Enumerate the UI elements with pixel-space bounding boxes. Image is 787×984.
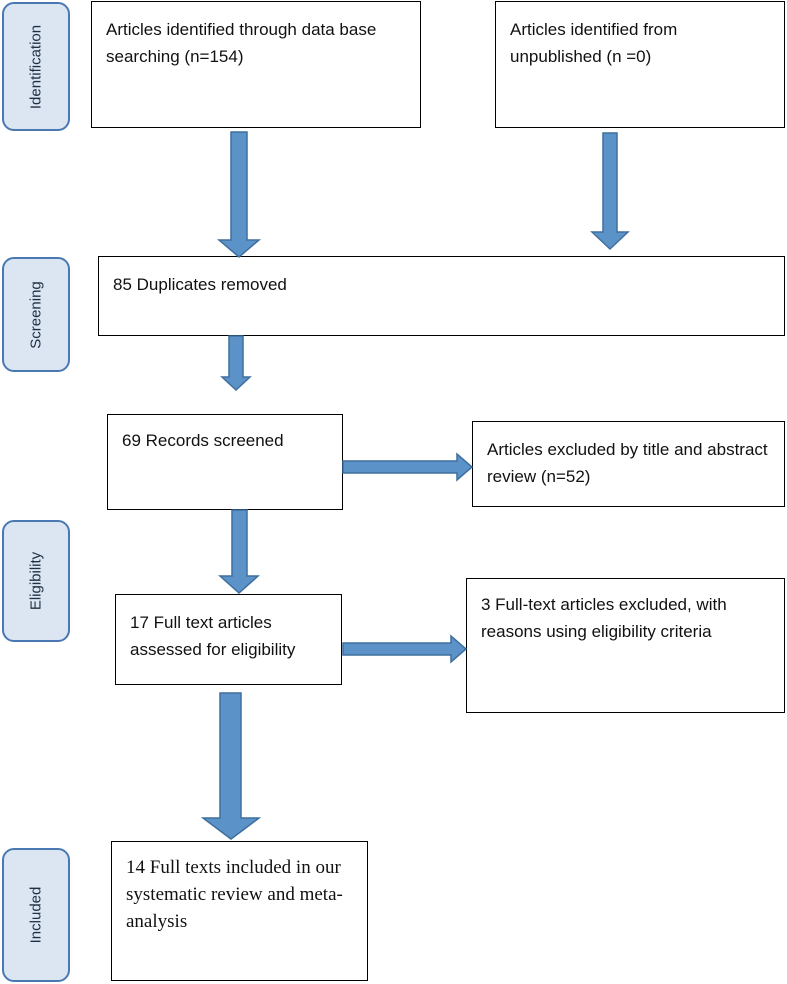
database-search-box: Articles identified through data base se… <box>91 1 421 128</box>
arrow-down-icon <box>200 692 262 840</box>
database-search-text: Articles identified through data base se… <box>106 20 377 66</box>
included-final-text: 14 Full texts included in our systematic… <box>126 857 343 932</box>
arrow-right-icon <box>342 452 474 482</box>
full-text-excluded-box: 3 Full-text articles excluded, with reas… <box>466 578 785 713</box>
excluded-title-abstract-box: Articles excluded by title and abstract … <box>472 421 785 507</box>
full-text-assessed-text: 17 Full text articles assessed for eligi… <box>130 613 296 659</box>
excluded-title-abstract-text: Articles excluded by title and abstract … <box>487 440 768 486</box>
full-text-excluded-text: 3 Full-text articles excluded, with reas… <box>481 595 727 641</box>
included-final-box: 14 Full texts included in our systematic… <box>111 841 368 981</box>
phase-eligibility: Eligibility <box>2 520 70 642</box>
full-text-assessed-box: 17 Full text articles assessed for eligi… <box>115 594 342 685</box>
arrow-down-icon <box>218 509 260 595</box>
arrow-down-icon <box>216 131 262 258</box>
duplicates-removed-box: 85 Duplicates removed <box>98 256 785 336</box>
records-screened-text: 69 Records screened <box>122 431 284 450</box>
phase-identification: Identification <box>2 2 70 131</box>
unpublished-box: Articles identified from unpublished (n … <box>495 1 785 128</box>
phase-screening: Screening <box>2 257 70 372</box>
records-screened-box: 69 Records screened <box>107 414 343 510</box>
duplicates-removed-text: 85 Duplicates removed <box>113 275 287 294</box>
arrow-down-icon <box>590 132 630 251</box>
arrow-right-icon <box>342 634 468 664</box>
phase-included: Included <box>2 848 70 982</box>
arrow-down-icon <box>220 335 252 392</box>
unpublished-text: Articles identified from unpublished (n … <box>510 20 678 66</box>
